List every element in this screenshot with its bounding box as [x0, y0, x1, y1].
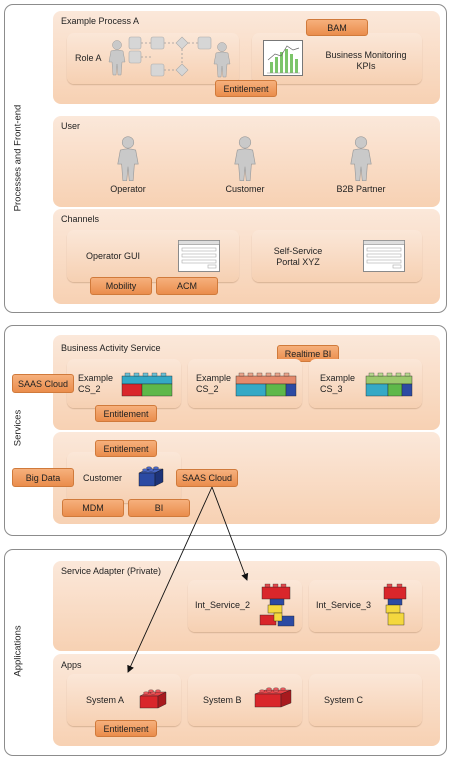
- brick-stack-icon: [364, 372, 414, 403]
- business-saas-cloud-tag: SAAS Cloud: [12, 374, 74, 393]
- arrow-to-system-a: [127, 486, 213, 673]
- kpi-label: Business Monitoring KPIs: [325, 50, 407, 71]
- customer-entitlement-tag: Entitlement: [95, 440, 157, 457]
- acm-tag: ACM: [156, 277, 218, 295]
- user-title: User: [61, 121, 81, 131]
- service-adapter-title: Service Adapter (Private): [61, 566, 162, 576]
- self-service-label: Self-Service Portal XYZ: [273, 246, 323, 267]
- brick-stack-icon: [234, 372, 298, 403]
- person-icon: [107, 40, 127, 81]
- business-activity-title: Business Activity Service: [61, 343, 161, 353]
- operator-person-icon: [115, 136, 141, 187]
- brick-stack-icon: [120, 372, 174, 403]
- brick-red-icon: [253, 686, 293, 715]
- process-flow-icon: [126, 36, 216, 85]
- bi-tag: BI: [128, 499, 190, 517]
- apps-entitlement-tag: Entitlement: [95, 720, 157, 737]
- realtime-bi-tag: Realtime BI: [277, 345, 339, 362]
- system-c-box: [309, 674, 422, 726]
- brick-mix-icon: [256, 583, 298, 634]
- process-title: Example Process A: [61, 16, 140, 26]
- service-label-cs3: Example CS_3: [320, 373, 356, 394]
- kpi-chart-icon: [263, 40, 303, 81]
- arrow-to-int-service-2: [211, 486, 249, 581]
- brick-red-icon: [138, 688, 168, 715]
- mdm-tag: MDM: [62, 499, 124, 517]
- system-a-label: System A: [86, 695, 125, 705]
- customer-label: Customer: [83, 473, 123, 483]
- customer-saas-cloud-tag: SAAS Cloud: [176, 469, 238, 487]
- service-label-cs2-a: Example CS_2: [78, 373, 114, 394]
- customer-person-icon: [232, 136, 258, 187]
- brick-mix-icon: [378, 583, 412, 634]
- apps-title: Apps: [61, 660, 82, 670]
- channels-title: Channels: [61, 214, 100, 224]
- window-icon: [178, 240, 220, 277]
- int-service-3-label: Int_Service_3: [316, 600, 372, 610]
- person-icon: [212, 42, 232, 83]
- business-entitlement-tag: Entitlement: [95, 405, 157, 422]
- window-icon: [363, 240, 405, 277]
- operator-gui-label: Operator GUI: [86, 251, 141, 261]
- big-data-tag: Big Data: [12, 468, 74, 487]
- actor-operator: Operator: [110, 184, 146, 194]
- system-b-label: System B: [203, 695, 242, 705]
- role-label: Role A: [75, 53, 102, 63]
- service-label-cs2-b: Example CS_2: [196, 373, 232, 394]
- process-entitlement-tag: Entitlement: [215, 80, 277, 97]
- actor-b2b-partner: B2B Partner: [336, 184, 386, 194]
- int-service-2-label: Int_Service_2: [195, 600, 251, 610]
- b2b-partner-person-icon: [348, 136, 374, 187]
- system-c-label: System C: [324, 695, 364, 705]
- brick-blue-icon: [137, 466, 165, 493]
- mobility-tag: Mobility: [90, 277, 152, 295]
- actor-customer: Customer: [225, 184, 265, 194]
- bam-tag: BAM: [306, 19, 368, 36]
